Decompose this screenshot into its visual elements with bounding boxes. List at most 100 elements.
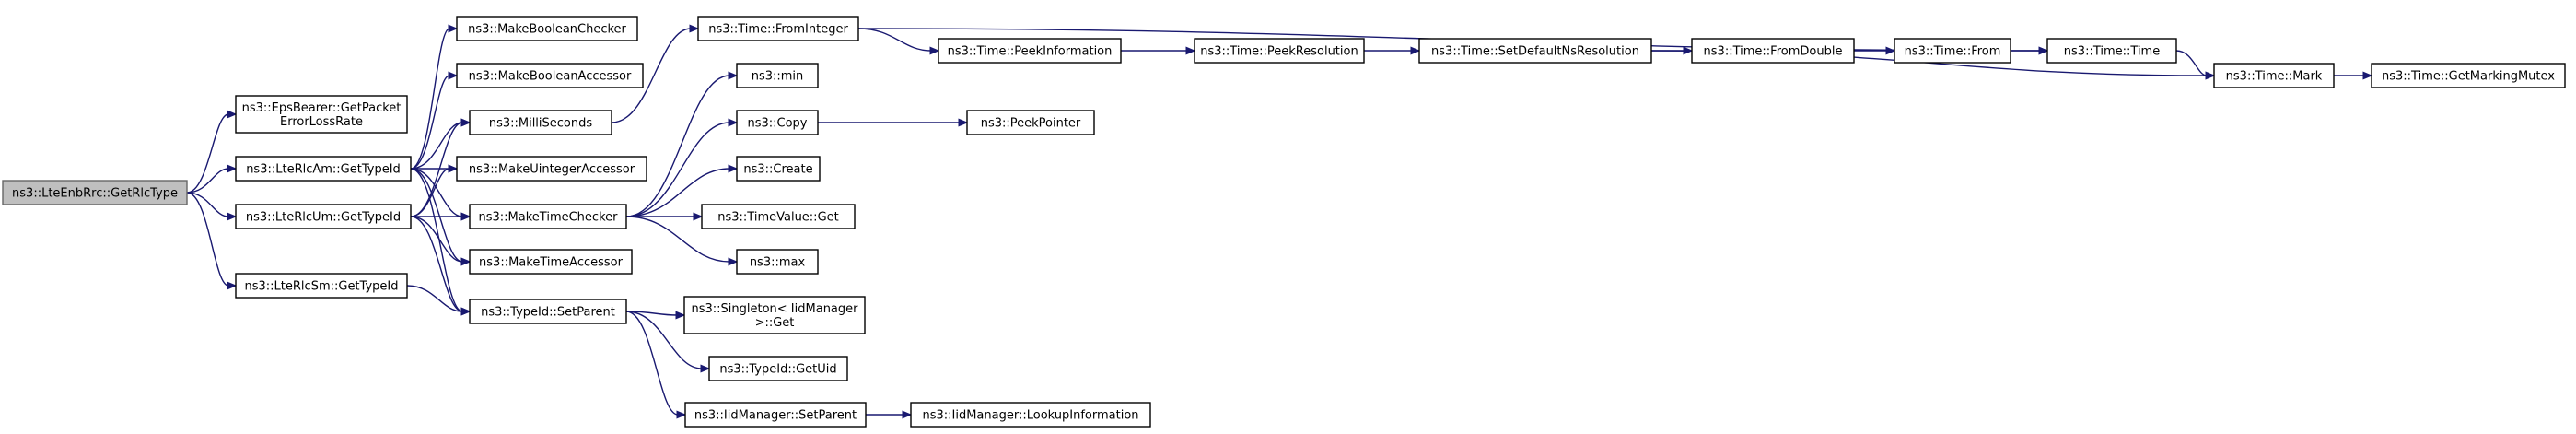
node-label: ns3::MakeTimeAccessor (479, 256, 624, 270)
edge-sp-to-guid (625, 311, 703, 369)
node-box (1691, 38, 1855, 64)
node-iisp[interactable]: ns3::IidManager::SetParent (684, 402, 867, 428)
node-mta[interactable]: ns3::MakeTimeAccessor (469, 249, 633, 275)
edge-arrowhead (728, 118, 739, 127)
node-ttime[interactable]: ns3::Time::Time (2046, 38, 2177, 64)
edge-root-to-eps (186, 113, 229, 194)
node-tmark[interactable]: ns3::Time::Mark (2213, 63, 2335, 88)
node-label: ns3::Time::From (1905, 45, 2001, 59)
node-label: ns3::IidManager::SetParent (694, 409, 857, 423)
edge-arrowhead (675, 311, 686, 320)
node-ili[interactable]: ns3::IidManager::LookupInformation (910, 402, 1151, 428)
edge-mtc-to-max (625, 216, 730, 263)
node-label: ns3::Time::Time (2064, 45, 2160, 59)
node-mbc[interactable]: ns3::MakeBooleanChecker (456, 16, 638, 41)
edge-am-to-ms (410, 122, 463, 170)
node-label: ns3::Copy (747, 117, 807, 131)
edge-um-to-mua (410, 168, 450, 217)
edge-tfi-to-tpi (857, 28, 932, 52)
node-label: ns3::Time::Mark (2226, 70, 2323, 84)
edge-um-to-ms (410, 122, 463, 217)
edge-arrowhead (689, 24, 700, 33)
edge-arrowhead (700, 364, 711, 373)
edge-um-to-mta (410, 216, 463, 263)
edge-arrowhead (227, 164, 238, 173)
node-box (469, 204, 627, 229)
node-tpr[interactable]: ns3::Time::PeekResolution (1194, 38, 1365, 64)
node-tgmm[interactable]: ns3::Time::GetMarkingMutex (2371, 63, 2566, 88)
node-copy[interactable]: ns3::Copy (736, 110, 819, 135)
node-box (683, 296, 866, 334)
node-guid[interactable]: ns3::TypeId::GetUid (708, 356, 848, 381)
node-mua[interactable]: ns3::MakeUintegerAccessor (456, 156, 647, 182)
node-box (2, 180, 188, 205)
node-label: ns3::TypeId::GetUid (719, 363, 836, 377)
node-min[interactable]: ns3::min (736, 63, 819, 88)
node-label: ns3::EpsBearer::GetPacket (242, 101, 402, 115)
node-box (456, 63, 644, 88)
edge-arrowhead (2205, 71, 2216, 80)
edge-arrowhead (448, 71, 459, 80)
node-am[interactable]: ns3::LteRlcAm::GetTypeId (235, 156, 412, 182)
node-um[interactable]: ns3::LteRlcUm::GetTypeId (235, 204, 412, 229)
node-box (469, 299, 627, 324)
edge-arrowhead (958, 118, 969, 127)
edge-am-to-mba (410, 75, 450, 170)
edge-ttime-to-tmark (2175, 50, 2208, 76)
node-sp[interactable]: ns3::TypeId::SetParent (469, 299, 627, 324)
node-root[interactable]: ns3::LteEnbRrc::GetRlcType (2, 180, 188, 205)
node-sm[interactable]: ns3::LteRlcSm::GetTypeId (235, 273, 408, 299)
edge-arrowhead (460, 257, 472, 266)
node-tvg[interactable]: ns3::TimeValue::Get (701, 204, 856, 229)
edge-arrowhead (728, 257, 739, 266)
edge-mtc-to-min (625, 75, 730, 217)
node-tsdr[interactable]: ns3::Time::SetDefaultNsResolution (1418, 38, 1652, 64)
edge-arrowhead (1885, 46, 1896, 55)
node-label: ns3::Time::FromDouble (1704, 45, 1843, 59)
edge-arrowhead (1410, 46, 1421, 55)
node-create[interactable]: ns3::Create (736, 156, 821, 182)
edge-arrowhead (227, 281, 238, 290)
edge-am-to-mtc (410, 168, 463, 217)
node-ppp[interactable]: ns3::PeekPointer (966, 110, 1095, 135)
node-box (235, 204, 412, 229)
node-ms[interactable]: ns3::MilliSeconds (469, 110, 612, 135)
node-box (2046, 38, 2177, 64)
edge-arrowhead (227, 110, 238, 119)
node-label: ErrorLossRate (280, 115, 363, 129)
edge-am-to-mta (410, 168, 463, 263)
node-tfi[interactable]: ns3::Time::FromInteger (697, 16, 859, 41)
node-max[interactable]: ns3::max (736, 249, 819, 275)
node-label: ns3::MakeTimeChecker (479, 211, 619, 225)
node-label: ns3::MilliSeconds (489, 117, 593, 131)
node-box (910, 402, 1151, 428)
node-label: ns3::Create (743, 163, 812, 177)
node-box (701, 204, 856, 229)
node-box (469, 110, 612, 135)
node-label: ns3::Time::FromInteger (708, 23, 848, 37)
edge-root-to-sm (186, 192, 229, 287)
edge-um-to-sp (410, 216, 463, 312)
node-sing[interactable]: ns3::Singleton< IidManager >::Get (683, 296, 866, 334)
node-label: ns3::Time::GetMarkingMutex (2382, 70, 2555, 84)
node-label: ns3::LteRlcSm::GetTypeId (245, 280, 399, 294)
node-box (697, 16, 859, 41)
node-box (235, 156, 412, 182)
edge-arrowhead (676, 410, 687, 419)
edge-sm-to-sp (406, 285, 463, 312)
node-tfrom[interactable]: ns3::Time::From (1894, 38, 2011, 64)
node-box (966, 110, 1095, 135)
node-tpi[interactable]: ns3::Time::PeekInformation (938, 38, 1122, 64)
node-mtc[interactable]: ns3::MakeTimeChecker (469, 204, 627, 229)
edge-arrowhead (2362, 71, 2373, 80)
edge-arrowhead (2038, 46, 2049, 55)
node-tfd[interactable]: ns3::Time::FromDouble (1691, 38, 1855, 64)
node-label: ns3::Time::SetDefaultNsResolution (1431, 45, 1639, 59)
edge-root-to-um (186, 192, 229, 217)
edge-arrowhead (929, 46, 940, 55)
edge-arrowhead (460, 212, 472, 221)
node-mba[interactable]: ns3::MakeBooleanAccessor (456, 63, 644, 88)
node-box (1194, 38, 1365, 64)
